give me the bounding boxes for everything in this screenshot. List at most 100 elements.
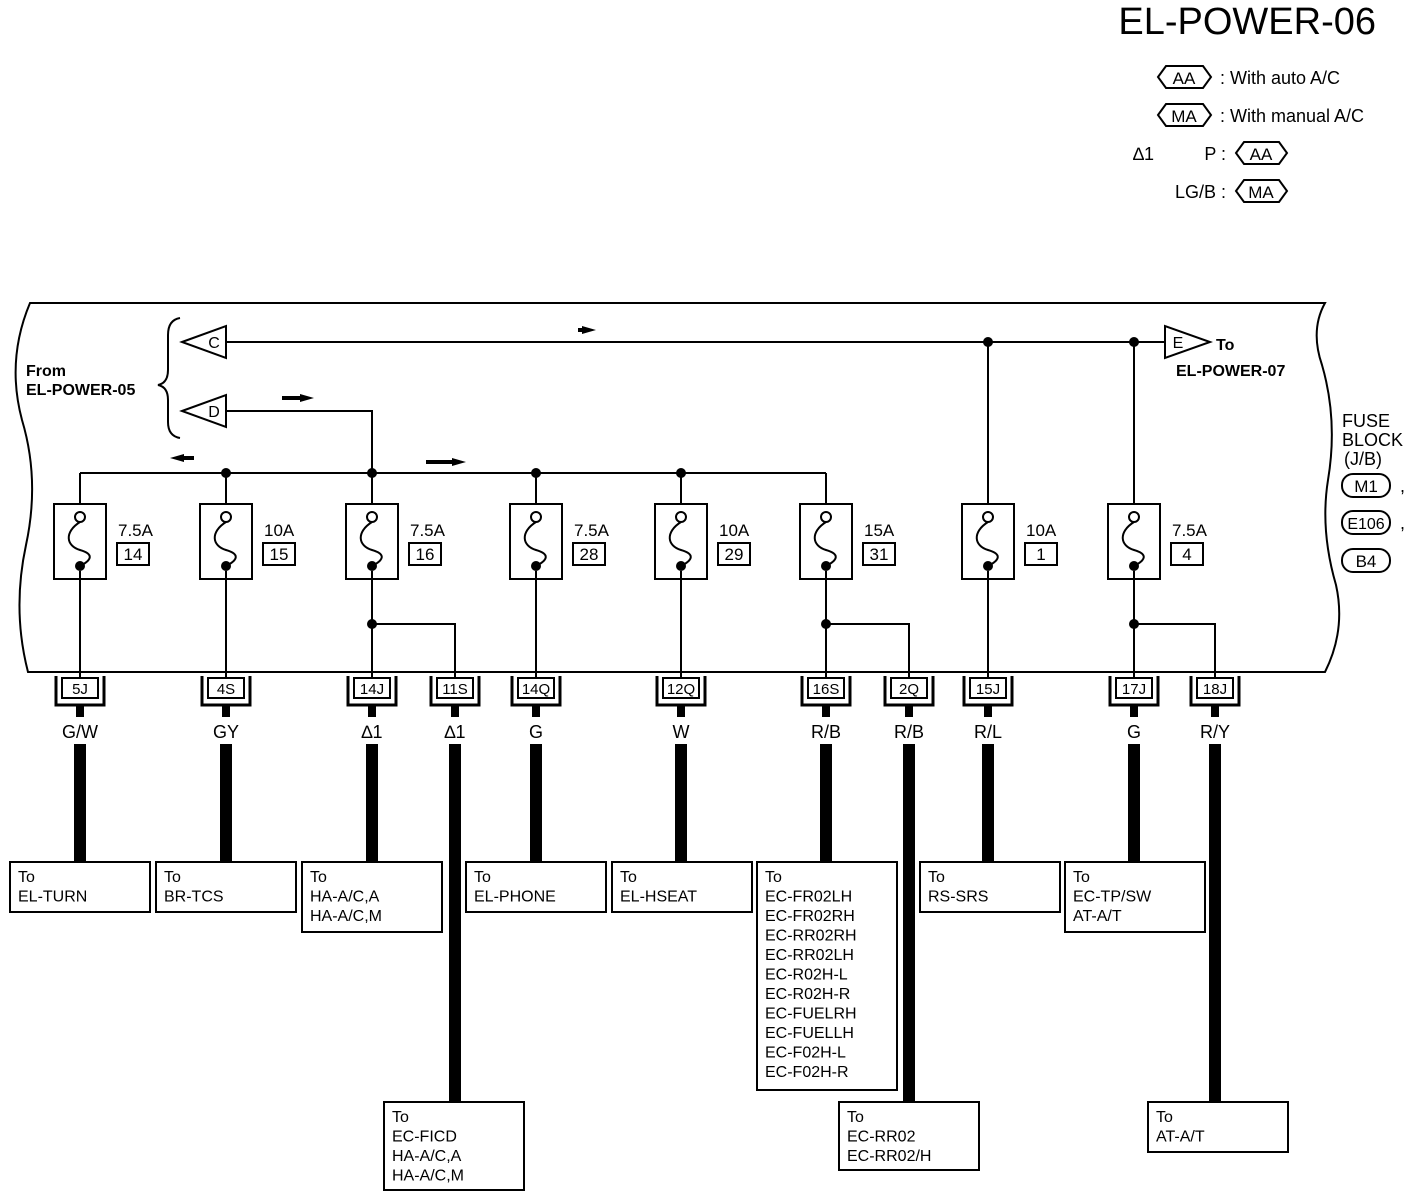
junction-dot [531,468,541,478]
legend-star-lgb: LG/B : [1175,182,1226,202]
wire-stub [451,705,459,717]
junction-dot [1129,337,1139,347]
destination-box [1147,1101,1289,1153]
fuse-terminal-top [982,511,994,523]
harness-wire [530,744,542,862]
harness-wire [220,744,232,862]
terminal-branches [79,571,1216,680]
wire-stub [984,705,992,717]
harness-wire [982,744,994,862]
fuse-number-box [572,542,606,566]
terminal-box [807,677,845,699]
branch-wire [1134,623,1216,680]
destination-box [1064,861,1206,933]
fuse-terminal-bottom [531,561,541,571]
fuse-rating: 7.5A [1172,521,1208,540]
harness-wire [449,744,461,1102]
terminal-label: 2Q [899,681,919,698]
fuse-element [523,521,547,567]
flow-arrows [170,326,596,466]
fuse-number: 28 [580,545,599,564]
terminal-label: 14J [360,681,384,698]
terminal-box [436,677,474,699]
from-label-source: EL-POWER-05 [26,382,135,399]
destination-to: To [928,869,945,886]
terminal-box [662,677,700,699]
fuse-rating: 10A [264,521,295,540]
fuse-element [668,521,692,567]
fuse-element [975,521,999,567]
legend-star-lgb-tag: MA [1248,183,1274,202]
fuse-terminal-bottom [221,561,231,571]
fuse-number: 31 [870,545,889,564]
wire-stub [76,705,84,717]
destinations: ToEL-TURNToBR-TCSToHA-A/C,AHA-A/C,MToEC-… [9,744,1289,1191]
harness-wire [675,744,687,862]
fuse-element [813,521,837,567]
destination-ref: BR-TCS [164,889,224,906]
terminal-7: 2QR/B [883,676,935,742]
connector-b4-label: B4 [1356,552,1377,571]
destination-ref: EC-FR02RH [765,908,855,925]
destination-ref: EL-TURN [18,889,87,906]
fuse-terminal-top [74,511,86,523]
wire-color-label: G [1127,722,1141,742]
terminal-label: 18J [1203,681,1227,698]
branch-wire [372,623,456,680]
fuse-number: 16 [416,545,435,564]
terminal-label: 11S [442,681,468,698]
svg-text:,: , [1400,476,1405,496]
from-label: From [26,363,66,380]
wire-stub [532,705,540,717]
fuse-terminal-top [675,511,687,523]
to-label-target: EL-POWER-07 [1176,363,1285,380]
destination-ref: EC-TP/SW [1073,889,1152,906]
connector-e106-label: E106 [1347,516,1384,533]
destination-ref: EC-R02H-R [765,986,850,1003]
destination-ref: EC-RR02LH [765,947,854,964]
junction-dot [367,468,377,478]
wire-color-label: GY [213,722,239,742]
fuse-number: 14 [124,545,143,564]
connector-m1 [1341,473,1391,498]
fuse-element [1121,521,1145,567]
destination-ref: EL-PHONE [474,889,556,906]
terminal-box [890,677,928,699]
terminal-box [1196,677,1234,699]
harness-wire [820,744,832,862]
fuse-rating: 15A [864,521,895,540]
wire-color-label: R/B [811,722,841,742]
fuse-terminal-top [1128,511,1140,523]
connector-c-label: C [208,335,220,352]
fuse-number: 15 [270,545,289,564]
terminal-0: 5JG/W [54,676,106,742]
destination-box [919,861,1061,913]
terminal-label: 14Q [522,681,550,698]
destination-ref: HA-A/C,M [392,1168,464,1185]
wire-stub [1130,705,1138,717]
wire-color-label: G [529,722,543,742]
destination-ref: EC-RR02 [847,1129,916,1146]
fuse-terminal-bottom [367,561,377,571]
fuse-element [213,521,237,567]
terminal-box [1115,677,1153,699]
destination-box [838,1101,980,1171]
junction-dot [221,468,231,478]
fuse-number-box [862,542,896,566]
destination-to: To [164,869,181,886]
wire-stub [222,705,230,717]
fuse-number: 4 [1182,545,1191,564]
destination-box [465,861,607,913]
connector-d-label: D [208,404,220,421]
destination-box [301,861,443,933]
